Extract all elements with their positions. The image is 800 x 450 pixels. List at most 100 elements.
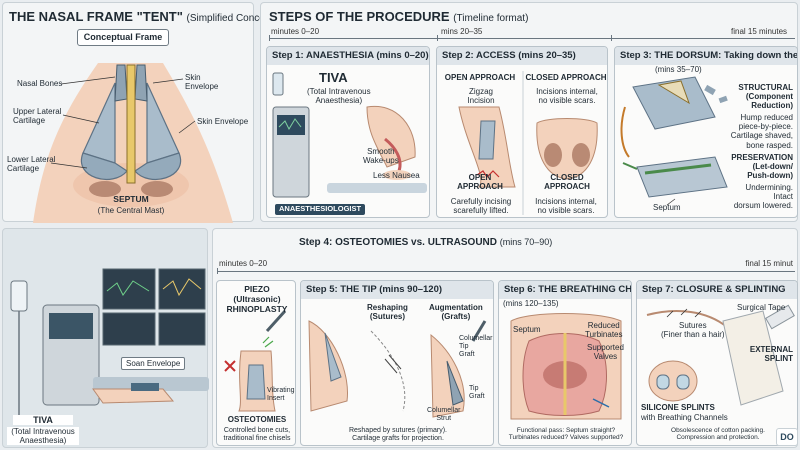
reshaping-profile bbox=[370, 330, 406, 412]
leader-skin-right bbox=[178, 120, 196, 134]
step-2-closed-title: CLOSED APPROACH bbox=[525, 73, 607, 82]
step-7-illustration bbox=[646, 304, 795, 406]
step-2-zigzag: Zigzag Incision bbox=[467, 87, 495, 106]
step-5-columellar-strut: Columellar Strut bbox=[427, 407, 461, 423]
patient-hand bbox=[383, 170, 411, 180]
timeline-label-2: final 15 minutes bbox=[731, 27, 788, 36]
right-nostril bbox=[141, 181, 173, 197]
step-2-open-desc: Carefully incising scarefully lifted. bbox=[450, 197, 512, 216]
machine-screen bbox=[49, 313, 93, 339]
iv-connector bbox=[131, 383, 159, 391]
label-lower-lateral: Lower Lateral Cartilage bbox=[7, 155, 56, 174]
step-3-structural-desc: Hump reduced piece-by-piece. Cartilage s… bbox=[730, 113, 793, 150]
closed-nostril-left bbox=[544, 143, 562, 167]
procedure-title: STEPS OF THE PROCEDURE (Timeline format) bbox=[269, 9, 528, 24]
zigzag-line bbox=[476, 170, 500, 178]
step-6-head: Step 6: THE BREATHING CHECK bbox=[499, 281, 631, 299]
step-2-open-title: OPEN APPROACH bbox=[444, 73, 516, 82]
arrow-preservation bbox=[622, 162, 638, 170]
nasal-bone-left bbox=[114, 64, 128, 102]
leader-upper-lateral bbox=[62, 114, 100, 124]
graft bbox=[446, 360, 464, 406]
step-2-closed-desc2: Incisions internal, no visible scars. bbox=[535, 197, 597, 216]
nasal-bone-right bbox=[134, 64, 148, 102]
label-nasal-bones: Nasal Bones bbox=[17, 79, 63, 88]
step-1-card: Step 1: ANAESTHESIA (mins 0–20) TIVA (To… bbox=[266, 46, 430, 218]
room-tiva-sub: (Total Intravenous Anaesthesia) bbox=[7, 427, 79, 446]
leader-lower-lateral bbox=[50, 162, 88, 169]
conceptual-frame-label: Conceptual Frame bbox=[83, 32, 163, 42]
step-1-nausea: Less Nausea bbox=[373, 171, 420, 180]
silicone-splint-left bbox=[656, 374, 670, 390]
timeline-bottom-label-0: minutes 0–20 bbox=[219, 259, 268, 268]
timeline-top bbox=[269, 38, 795, 39]
procedure-title-text: STEPS OF THE PROCEDURE bbox=[269, 9, 450, 24]
room-soan-label: Soan Envelope bbox=[121, 357, 186, 371]
piezo-bone bbox=[246, 364, 266, 400]
step-7-head: Step 7: CLOSURE & SPLINTING bbox=[637, 281, 797, 299]
wall-monitor-4 bbox=[158, 312, 206, 346]
splint-nose-base bbox=[648, 360, 698, 402]
piezo-desc: Controlled bone cuts, traditional fine c… bbox=[223, 427, 291, 443]
timeline-tick bbox=[611, 35, 612, 41]
piezo-illustration bbox=[224, 309, 287, 412]
step-7-silicone-sub: with Breathing Channels bbox=[641, 413, 728, 422]
step-3-structural: STRUCTURAL (Component Reduction) bbox=[738, 83, 793, 111]
silicone-splint-right bbox=[676, 374, 690, 390]
surgical-tape bbox=[765, 304, 795, 330]
label-skin-envelope-top: Skin Envelope bbox=[185, 73, 219, 92]
step-1-tiva: TIVA bbox=[319, 70, 348, 85]
patient-head bbox=[366, 105, 416, 168]
step-7-silicone: SILICONE SPLINTS bbox=[641, 403, 715, 412]
hump-structural bbox=[632, 76, 716, 130]
step-6-supported: Supported Valves bbox=[587, 343, 624, 362]
step-2-card: Step 2: ACCESS (mins 20–35) OPEN APPROAC… bbox=[436, 46, 608, 218]
nasal-frame-panel: THE NASAL FRAME "TENT" (Simplified Conce… bbox=[2, 2, 277, 223]
airflow-arrow bbox=[592, 398, 610, 408]
tip-cartilage bbox=[324, 332, 342, 382]
graft-instrument bbox=[471, 320, 487, 342]
step-6-illustration bbox=[510, 313, 622, 420]
step-6-card: Step 6: THE BREATHING CHECK (mins 120–13… bbox=[498, 280, 632, 446]
nasal-frame-illustration bbox=[33, 63, 233, 223]
timeline-label-1: mins 20–35 bbox=[441, 27, 483, 36]
timeline-tick bbox=[217, 268, 218, 274]
step-5-card: Step 5: THE TIP (mins 90–120) Reshaping … bbox=[300, 280, 494, 446]
procedure-subtitle: (Timeline format) bbox=[453, 13, 529, 24]
timeline-bottom bbox=[217, 271, 795, 272]
piezo-osteotomies: OSTEOTOMIES bbox=[227, 415, 287, 424]
arrow-structural bbox=[620, 106, 630, 158]
step-4-title: Step 4: OSTEOTOMIES vs. ULTRASOUND (mins… bbox=[299, 237, 552, 248]
leader-septum bbox=[666, 198, 676, 206]
step-4-title-text: Step 4: OSTEOTOMIES vs. ULTRASOUND bbox=[299, 237, 497, 248]
label-skin-envelope-right: Skin Envelope bbox=[197, 117, 249, 126]
step-6-time: (mins 120–135) bbox=[503, 299, 559, 308]
suture-stitches bbox=[666, 308, 702, 318]
step-5-columellar-tip: Columellar Tip Graft bbox=[459, 335, 493, 359]
piezo-title: PIEZO (Ultrasonic) RHINOPLASTY bbox=[226, 284, 288, 314]
dorsum-preservation bbox=[636, 156, 728, 198]
external-splint bbox=[722, 310, 784, 406]
step-3-preservation-desc: Undermining. Intact dorsum lowered. bbox=[733, 183, 793, 211]
step-3-time: (mins 35–70) bbox=[655, 65, 702, 74]
step-2-closed-label: CLOSED APPROACH bbox=[544, 173, 590, 192]
bone-fragment bbox=[704, 84, 716, 96]
wall-monitor-2 bbox=[158, 268, 206, 310]
left-nostril bbox=[89, 181, 121, 197]
step-2-closed-desc: Incisions internal, no visible scars. bbox=[536, 87, 598, 106]
step-2-open-label: OPEN APPROACH bbox=[457, 173, 503, 192]
leader-nasal-bones bbox=[60, 76, 116, 85]
timeline-label-0: minutes 0–20 bbox=[271, 27, 320, 36]
step-3-illustration bbox=[620, 76, 728, 206]
suture-profile bbox=[646, 310, 728, 328]
timeline-tick bbox=[437, 35, 438, 41]
piezo-card: PIEZO (Ultrasonic) RHINOPLASTY Vibrating… bbox=[216, 280, 296, 446]
wall-monitor-1 bbox=[102, 268, 156, 310]
piezo-vibrating: Vibrating Insert bbox=[267, 387, 295, 403]
step-3-card: Step 3: THE DORSUM: Taking down the Hump… bbox=[614, 46, 798, 218]
step-7-desc: Obsolescence of cotton packing. Compress… bbox=[671, 427, 765, 442]
step-1-illustration bbox=[272, 72, 427, 198]
airway bbox=[384, 137, 402, 172]
step-7-tape: Surgical Tape bbox=[737, 303, 786, 312]
vibration-marks bbox=[262, 336, 274, 348]
